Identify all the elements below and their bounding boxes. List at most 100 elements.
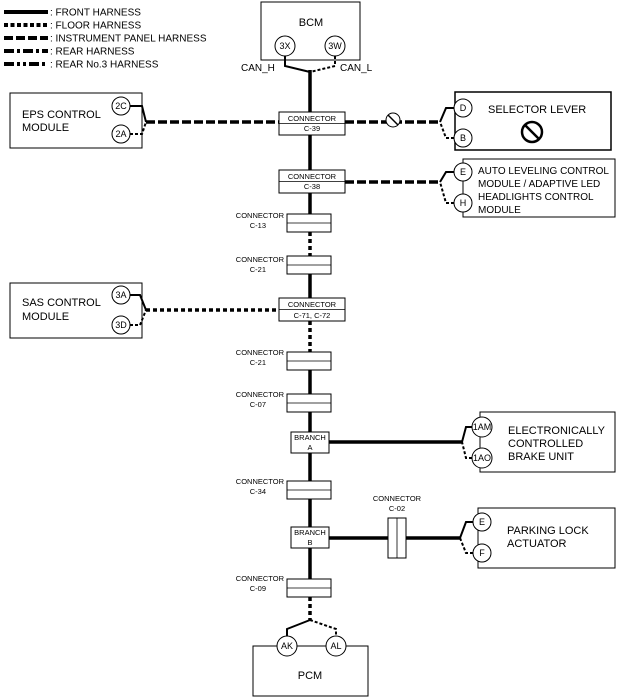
bcm-box bbox=[260, 1, 361, 61]
parking-pin-e-label: E bbox=[479, 517, 485, 527]
legend: : FRONT HARNESS : FLOOR HARNESS : INSTRU… bbox=[4, 8, 207, 71]
eps-module: EPS CONTROL MODULE 2C 2A bbox=[9, 92, 279, 149]
auto-leveling-line-4: MODULE bbox=[478, 205, 521, 216]
brake-pin-1ao-label: 1AO bbox=[473, 453, 491, 463]
brake-wire-bottom bbox=[461, 441, 472, 459]
brake-pin-1am-label: 1AM bbox=[473, 422, 492, 432]
bcm-pin-3x-label: 3X bbox=[279, 41, 290, 51]
selector-title: SELECTOR LEVER bbox=[488, 104, 586, 116]
auto-leveling-pin-e-label: E bbox=[460, 167, 466, 177]
eps-pin-2c-label: 2C bbox=[115, 101, 127, 111]
bcm-can-l-label: CAN_L bbox=[340, 63, 373, 74]
c21b-label-1: CONNECTOR bbox=[236, 348, 285, 357]
c13-label-1: CONNECTOR bbox=[236, 211, 285, 220]
eps-pin-2a-label: 2A bbox=[115, 129, 126, 139]
brake-box bbox=[479, 411, 616, 473]
sas-module: SAS CONTROL MODULE 3A 3D bbox=[9, 282, 279, 339]
legend-front-label: : FRONT HARNESS bbox=[50, 8, 141, 19]
c09-label-2: C-09 bbox=[250, 584, 266, 593]
connector-c39: CONNECTOR C-39 bbox=[278, 111, 346, 136]
parking-wire-bottom bbox=[459, 537, 473, 554]
c71-label-2: C-71, C-72 bbox=[294, 311, 331, 320]
branch-a-label-2: A bbox=[307, 443, 312, 452]
selector-module: SELECTOR LEVER D B bbox=[345, 91, 612, 151]
legend-floor-label: : FLOOR HARNESS bbox=[50, 21, 141, 32]
parking-wire-top bbox=[459, 521, 473, 539]
selector-prohibit-small-slash bbox=[387, 114, 399, 126]
c38-label-2: C-38 bbox=[304, 182, 320, 191]
selector-wire-bottom bbox=[439, 121, 454, 139]
c21b-label-2: C-21 bbox=[250, 358, 266, 367]
sas-wire-bottom bbox=[130, 309, 147, 326]
c21a-label-1: CONNECTOR bbox=[236, 255, 285, 264]
branch-a-label-1: BRANCH bbox=[294, 433, 326, 442]
selector-wire-top bbox=[439, 107, 454, 123]
auto-leveling-pin-h-label: H bbox=[460, 198, 467, 208]
auto-leveling-line-1: AUTO LEVELING CONTROL bbox=[478, 166, 609, 177]
pcm-wire-left bbox=[286, 619, 311, 636]
bcm-can-h-wire bbox=[284, 56, 311, 73]
bcm-can-l-wire bbox=[309, 56, 336, 73]
c71-label-1: CONNECTOR bbox=[288, 300, 337, 309]
c13-label-2: C-13 bbox=[250, 221, 266, 230]
eps-wire-bottom bbox=[130, 121, 147, 135]
brake-module: ELECTRONICALLY CONTROLLED BRAKE UNIT 1AM… bbox=[461, 411, 616, 473]
pcm-pin-ak bbox=[276, 635, 298, 657]
parking-module: PARKING LOCK ACTUATOR E F bbox=[459, 507, 616, 569]
sas-title-2: MODULE bbox=[22, 311, 69, 323]
c07-label-2: C-07 bbox=[250, 400, 266, 409]
connector-c07: CONNECTOR C-07 bbox=[236, 390, 332, 413]
parking-line-2: ACTUATOR bbox=[507, 538, 567, 550]
c21a-label-2: C-21 bbox=[250, 265, 266, 274]
eps-title-1: EPS CONTROL bbox=[22, 109, 101, 121]
pcm-module: AK AL PCM bbox=[252, 619, 369, 697]
branch-b-label-1: BRANCH bbox=[294, 528, 326, 537]
connector-c02: CONNECTOR C-02 bbox=[373, 494, 422, 559]
pcm-wire-right bbox=[309, 619, 337, 636]
c39-label-1: CONNECTOR bbox=[288, 114, 337, 123]
sas-pin-3d-label: 3D bbox=[115, 320, 127, 330]
bcm-module: BCM 3X 3W CAN_H CAN_L bbox=[241, 1, 373, 74]
eps-title-2: MODULE bbox=[22, 122, 69, 134]
selector-prohibit-slash bbox=[524, 124, 540, 140]
sas-title-1: SAS CONTROL bbox=[22, 297, 101, 309]
parking-box bbox=[477, 507, 616, 569]
auto-leveling-wire-top bbox=[439, 171, 454, 183]
brake-line-3: BRAKE UNIT bbox=[508, 451, 574, 463]
branch-b: BRANCH B bbox=[290, 526, 460, 549]
c02-label-1: CONNECTOR bbox=[373, 494, 422, 503]
branch-b-label-2: B bbox=[307, 538, 312, 547]
connector-c21-bottom: CONNECTOR C-21 bbox=[236, 348, 332, 371]
c09-label-1: CONNECTOR bbox=[236, 574, 285, 583]
c07-label-1: CONNECTOR bbox=[236, 390, 285, 399]
pcm-box bbox=[252, 645, 369, 697]
sas-wire-top bbox=[130, 294, 147, 311]
bcm-pin-3w-label: 3W bbox=[328, 41, 342, 51]
connector-c38: CONNECTOR C-38 bbox=[278, 169, 440, 194]
auto-leveling-box bbox=[462, 158, 616, 218]
connector-c13: CONNECTOR C-13 bbox=[236, 211, 332, 233]
connector-c71-c72: CONNECTOR C-71, C-72 bbox=[278, 297, 346, 322]
parking-pin-f-label: F bbox=[479, 548, 485, 558]
c02-label-2: C-02 bbox=[389, 504, 405, 513]
connector-c21-top: CONNECTOR C-21 bbox=[236, 255, 332, 275]
brake-wire-top bbox=[461, 426, 472, 443]
auto-leveling-line-3: HEADLIGHTS CONTROL bbox=[478, 192, 594, 203]
pcm-pin-ak-label: AK bbox=[281, 641, 293, 651]
c38-label-1: CONNECTOR bbox=[288, 172, 337, 181]
legend-instrument-label: : INSTRUMENT PANEL HARNESS bbox=[50, 34, 207, 45]
bcm-can-h-label: CAN_H bbox=[241, 63, 275, 74]
eps-wire-top bbox=[130, 105, 147, 123]
pcm-pin-al-label: AL bbox=[330, 641, 341, 651]
connector-c34: CONNECTOR C-34 bbox=[236, 477, 332, 500]
selector-pin-d-label: D bbox=[460, 103, 467, 113]
brake-line-2: CONTROLLED bbox=[508, 438, 583, 450]
branch-a: BRANCH A bbox=[290, 431, 462, 454]
bcm-title: BCM bbox=[299, 17, 323, 29]
c34-label-1: CONNECTOR bbox=[236, 477, 285, 486]
parking-line-1: PARKING LOCK bbox=[507, 525, 589, 537]
auto-leveling-wire-bottom bbox=[439, 181, 454, 204]
auto-leveling-module: AUTO LEVELING CONTROL MODULE / ADAPTIVE … bbox=[439, 158, 616, 218]
